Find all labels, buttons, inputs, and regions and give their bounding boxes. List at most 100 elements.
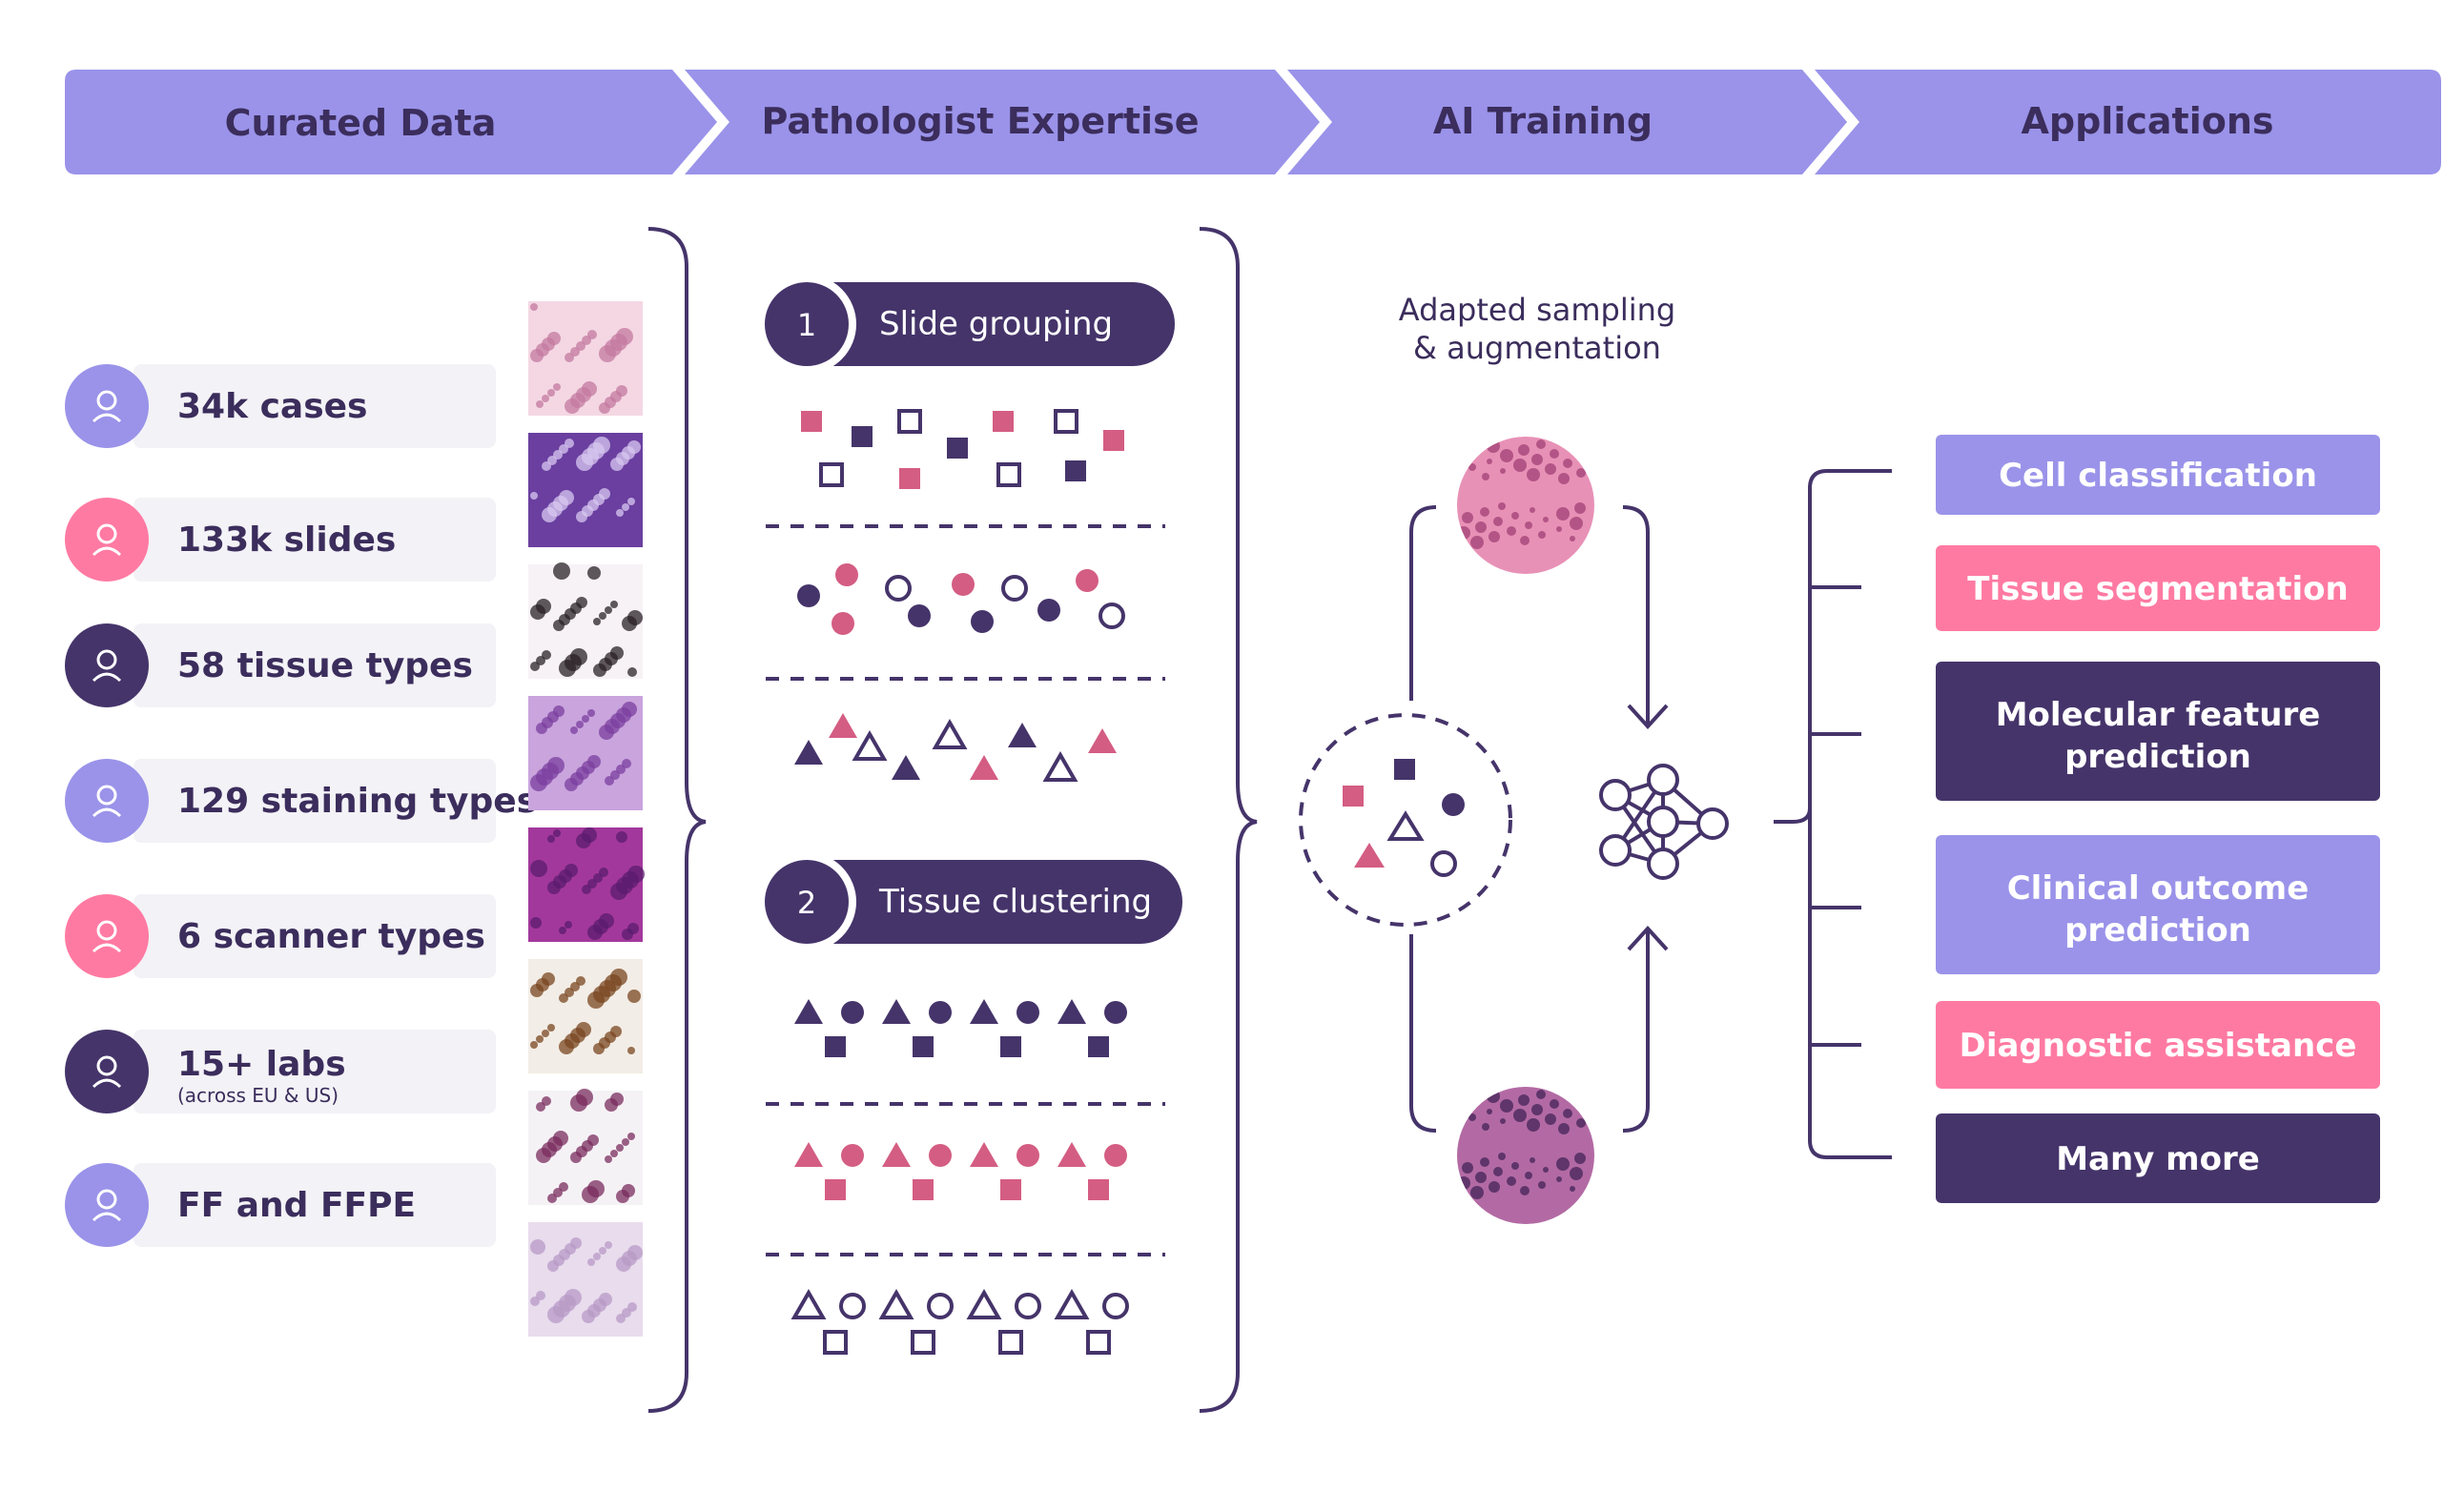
step-1-pill <box>765 282 1175 366</box>
tissue-thumbnail-glands <box>528 696 643 810</box>
square-marker <box>823 1330 848 1355</box>
flow-arrows <box>1622 505 1669 1133</box>
arrow-up-head <box>1627 926 1669 951</box>
pool-square-dark <box>1394 759 1415 780</box>
step-2-pill <box>765 860 1182 944</box>
square-marker <box>1086 1330 1111 1355</box>
square-marker <box>1103 430 1124 451</box>
circle-marker <box>927 1293 954 1319</box>
curated-item-pill <box>133 364 496 448</box>
circle-marker <box>1015 1293 1041 1319</box>
curated-item-pill <box>133 498 496 582</box>
circle-marker <box>1016 1144 1039 1167</box>
circle-marker <box>832 612 854 635</box>
tissue-thumbnail-pale-crypts <box>528 1222 643 1337</box>
tissue-thumbnail-ihc-brown <box>528 959 643 1073</box>
heart-organ-icon <box>65 623 149 707</box>
curated-item: 15+ labs(across EU & US) <box>65 1030 496 1113</box>
heart-organ-icon-glyph <box>92 649 122 683</box>
staining-icon <box>65 759 149 843</box>
tissue-thumbnail-silver-stain <box>528 562 643 679</box>
header-bar: Curated Data Pathologist Expertise AI Tr… <box>65 70 2441 174</box>
tissue-thumbnails <box>528 301 645 1337</box>
header-step-2-label: Pathologist Expertise <box>762 100 1200 142</box>
scanner-icon <box>65 894 149 978</box>
application-box <box>1936 1113 2380 1203</box>
triangle-marker <box>829 713 857 738</box>
curated-item: 58 tissue types <box>65 623 496 707</box>
slide-icon <box>65 498 149 582</box>
staining-icon-glyph <box>92 785 122 818</box>
circle-marker <box>1104 1001 1127 1024</box>
header-step-4-shape <box>1815 70 2441 174</box>
circle-marker <box>797 584 820 607</box>
step-2-label: Tissue clustering <box>878 883 1152 921</box>
application-box <box>1936 545 2380 631</box>
triangle-marker <box>970 755 998 780</box>
triangle-marker <box>852 729 888 761</box>
application-box <box>1936 1001 2380 1089</box>
tissue-thumbnail-epithelium <box>528 433 643 547</box>
square-marker <box>1000 1179 1021 1200</box>
triangle-marker <box>932 718 968 749</box>
triangle-marker <box>882 999 911 1024</box>
curated-item-label: FF and FFPE <box>177 1186 416 1225</box>
curated-item-sublabel: (across EU & US) <box>177 1084 339 1107</box>
square-marker <box>913 1036 934 1057</box>
square-marker <box>1088 1036 1109 1057</box>
triangle-marker <box>1057 999 1086 1024</box>
step-2-number: 2 <box>797 885 816 921</box>
step-1-label: Slide grouping <box>879 305 1113 343</box>
application-label: Tissue segmentation <box>1967 570 2348 608</box>
triangle-marker <box>1057 1142 1086 1167</box>
header-step-3-label: AI Training <box>1433 100 1653 142</box>
curated-item: 34k cases <box>65 364 496 448</box>
curated-item-pill <box>133 759 496 843</box>
application-box <box>1936 835 2380 974</box>
slide-icon-glyph <box>92 523 122 557</box>
square-marker <box>825 1179 846 1200</box>
step-2-number-badge <box>757 852 856 951</box>
application-item: Tissue segmentation <box>1936 545 2380 631</box>
curated-item-pill <box>133 1030 496 1113</box>
circle-marker <box>841 1144 864 1167</box>
application-box <box>1936 662 2380 801</box>
triangle-marker <box>794 1142 823 1167</box>
circle-marker <box>929 1144 952 1167</box>
triangle-marker <box>794 999 823 1024</box>
curated-item-label: 15+ labs <box>177 1045 346 1084</box>
header-step-1-shape <box>65 70 717 174</box>
brace-curated-to-expertise <box>647 227 707 1413</box>
triangle-marker <box>794 740 823 765</box>
triangle-marker <box>1088 728 1117 753</box>
circle-marker <box>1102 1293 1129 1319</box>
arrow-down-to-network <box>1622 505 1650 725</box>
brace-expertise-to-training <box>1199 227 1258 1413</box>
pool-circle-dark <box>1442 793 1465 816</box>
triangle-marker <box>970 1142 998 1167</box>
sampling-pool-shapes <box>1343 759 1465 877</box>
curated-item-label: 58 tissue types <box>177 646 473 685</box>
snowflake-icon <box>65 1163 149 1247</box>
application-label-line1: Molecular feature <box>1996 696 2321 734</box>
application-box <box>1936 435 2380 515</box>
square-marker <box>819 462 844 487</box>
square-marker <box>913 1179 934 1200</box>
square-marker <box>825 1036 846 1057</box>
square-marker <box>897 409 922 434</box>
applications-bracket <box>1774 469 1892 1159</box>
circle-marker <box>1016 1001 1039 1024</box>
square-marker <box>993 411 1014 432</box>
scanner-icon-glyph <box>92 920 122 953</box>
circle-marker <box>971 610 994 633</box>
location-pin-icon <box>65 1030 149 1113</box>
curated-item: FF and FFPE <box>65 1163 496 1247</box>
pathologist-step-1: 1 Slide grouping <box>757 275 1175 374</box>
tissue-thumbnail-teal-stain <box>528 1089 643 1205</box>
triangle-marker <box>882 1142 911 1167</box>
circle-marker <box>1099 603 1125 629</box>
triangle-marker <box>1008 723 1037 747</box>
circle-marker <box>1001 575 1028 602</box>
